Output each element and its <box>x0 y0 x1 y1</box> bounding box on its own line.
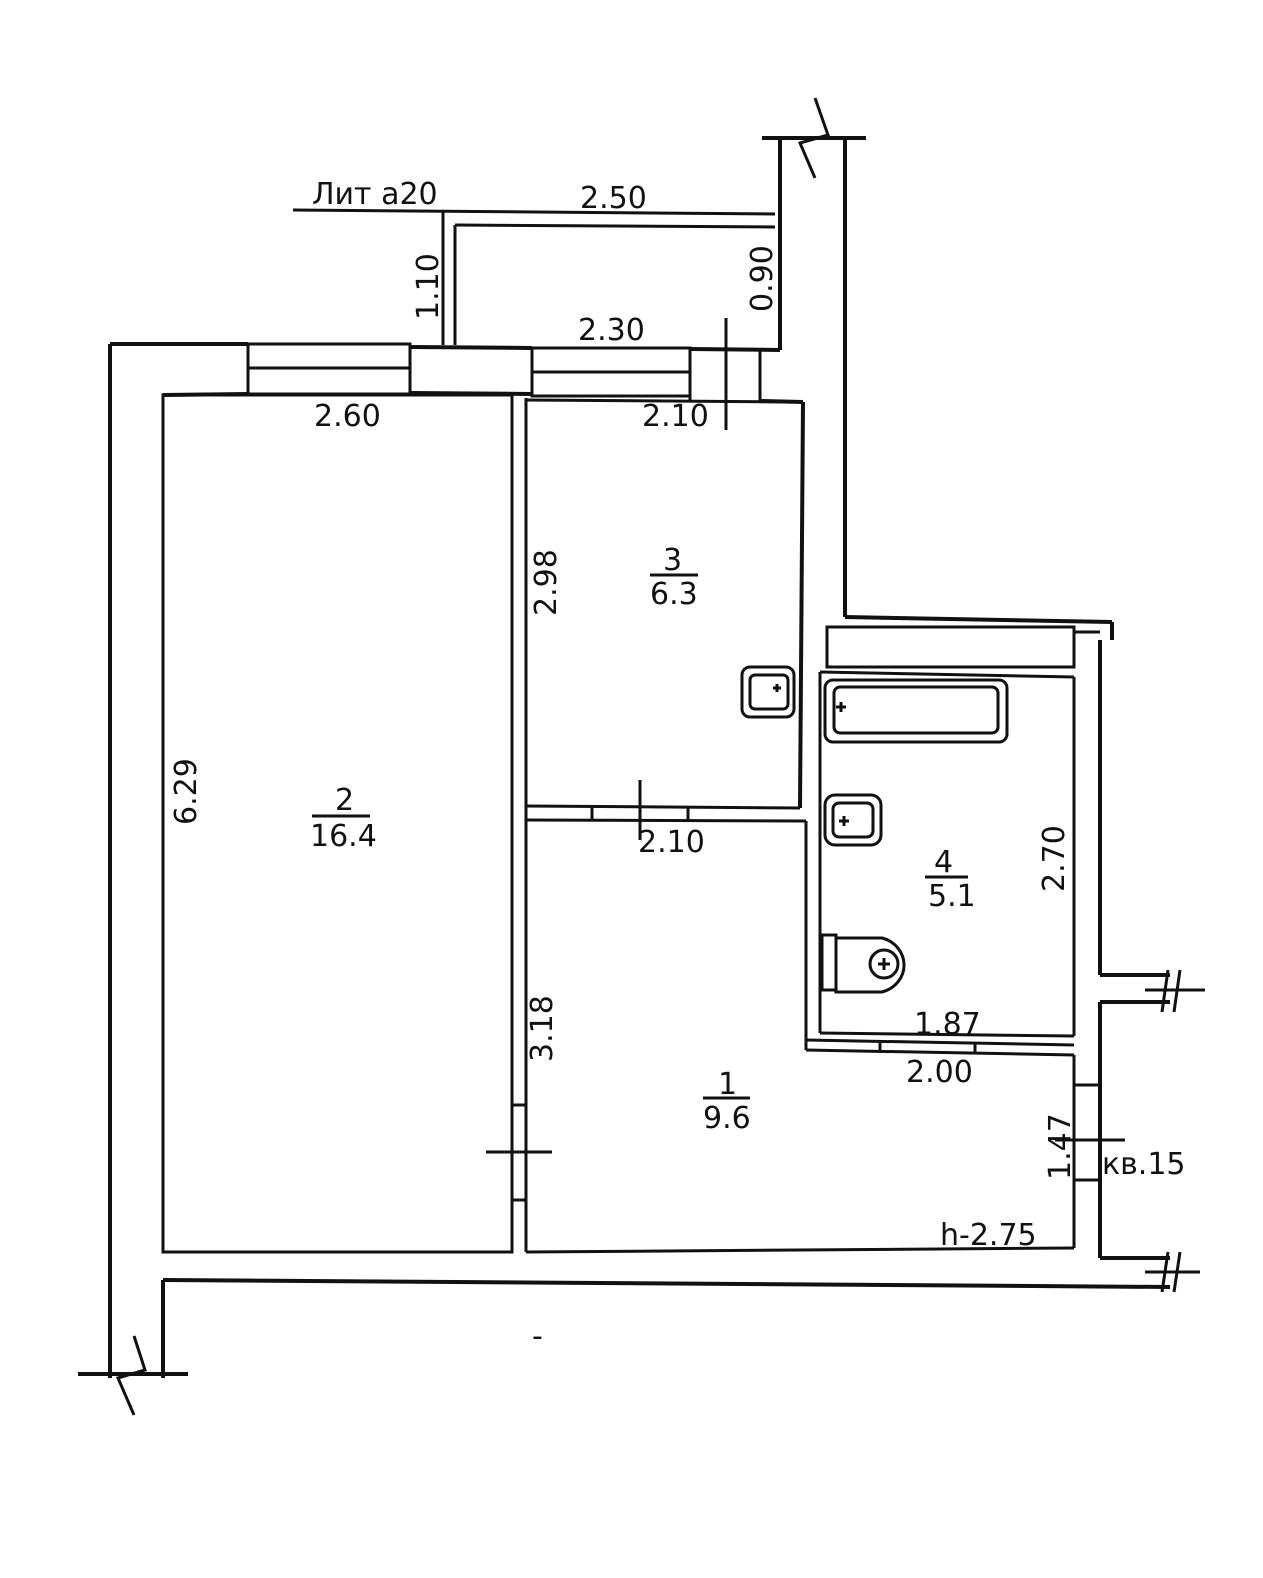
room-2-number: 2 <box>335 783 354 818</box>
room-3-height: 2.98 <box>529 549 564 616</box>
kitchen-sink-icon <box>740 665 796 719</box>
small-mark: - <box>532 1319 543 1354</box>
entrance-width: 1.47 <box>1043 1113 1078 1180</box>
room-4-height: 2.70 <box>1037 825 1072 892</box>
letter-label: Лит а20 <box>312 177 438 212</box>
room-1-width: 2.10 <box>638 825 705 860</box>
bathtub-icon <box>823 678 1009 744</box>
room-2-width: 2.60 <box>314 399 381 434</box>
room-2-area: 16.4 <box>310 819 377 854</box>
interior-walls <box>161 393 1125 1254</box>
room-4-inner-width: 1.87 <box>914 1007 981 1042</box>
room-1-height: 3.18 <box>525 995 560 1062</box>
room-3-width: 2.10 <box>642 399 709 434</box>
room-3-area: 6.3 <box>650 577 698 612</box>
toilet-icon <box>820 933 906 994</box>
balcony-inner-width: 2.30 <box>578 313 645 348</box>
room-2-height: 6.29 <box>169 758 204 825</box>
room-3-number: 3 <box>663 543 682 578</box>
labels: Лит а20 2.50 2.30 1.10 0.90 2.60 6.29 2 … <box>169 177 1186 1354</box>
room-1-area: 9.6 <box>703 1101 751 1136</box>
balcony-outer-width: 2.50 <box>580 181 647 216</box>
balcony <box>292 208 776 345</box>
ceiling-height-label: h-2.75 <box>940 1218 1037 1253</box>
washbasin-icon <box>823 793 883 847</box>
outer-walls <box>78 97 1205 1416</box>
balcony-left-depth: 1.10 <box>411 253 446 320</box>
room-1-number: 1 <box>718 1067 737 1102</box>
balcony-right-depth: 0.90 <box>745 245 780 312</box>
room-4-number: 4 <box>934 845 953 880</box>
apartment-label: кв.15 <box>1102 1147 1186 1182</box>
room-4-area: 5.1 <box>928 879 976 914</box>
room-4-outer-width: 2.00 <box>906 1055 973 1090</box>
